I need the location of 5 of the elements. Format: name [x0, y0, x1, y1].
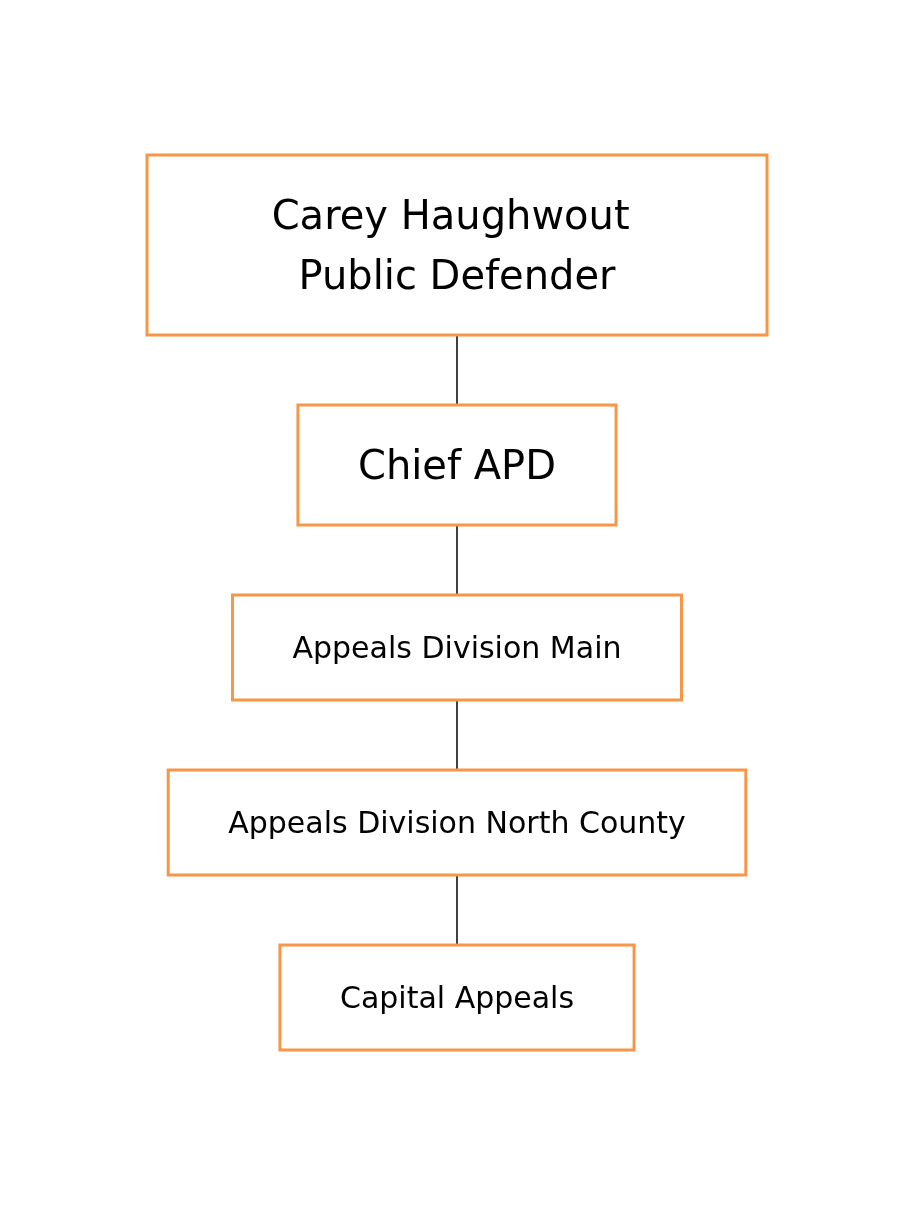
node-box: Appeals Division North County [166, 768, 748, 877]
node-box: Carey Haughwout Public Defender [145, 153, 769, 337]
node-box: Capital Appeals [278, 943, 636, 1052]
node-box: Chief APD [296, 403, 618, 527]
node-box: Appeals Division Main [231, 593, 683, 702]
